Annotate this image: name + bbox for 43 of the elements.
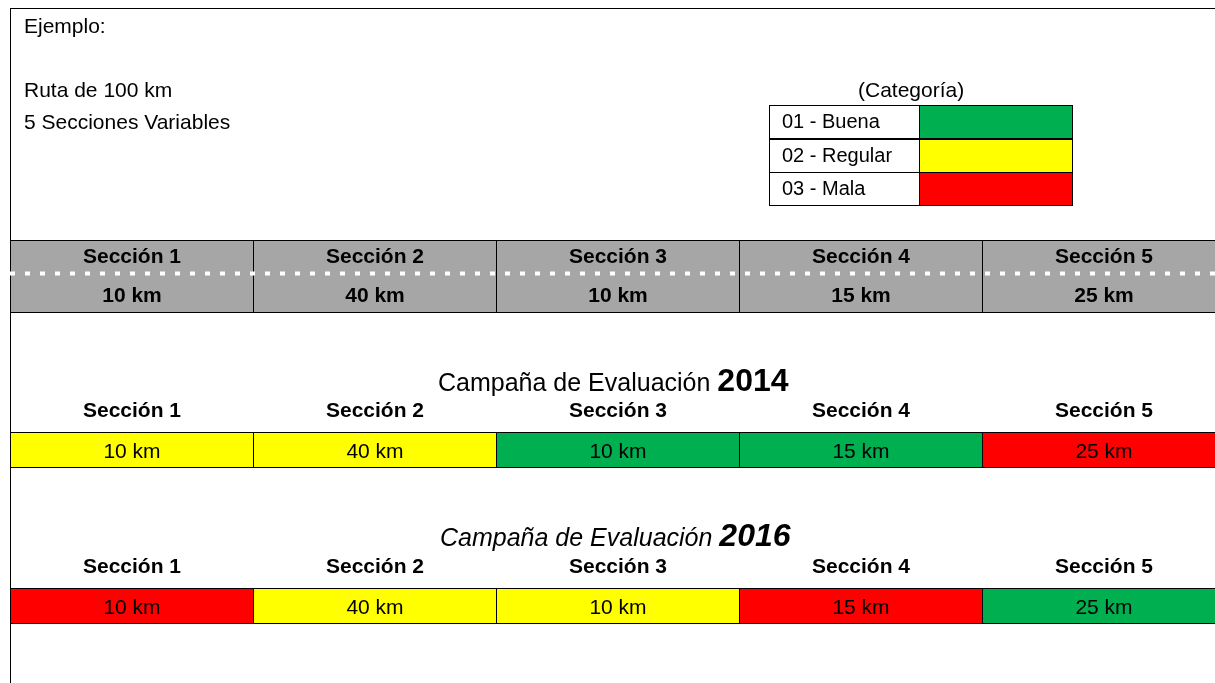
section-segment: 10 km bbox=[496, 588, 740, 624]
legend-label: 01 - Buena bbox=[769, 105, 920, 139]
section-length: 10 km bbox=[101, 283, 163, 307]
road-section-cell bbox=[739, 240, 983, 313]
section-heading: Sección 5 bbox=[1053, 554, 1155, 578]
section-heading: Sección 2 bbox=[324, 244, 426, 268]
sections-count-text: 5 Secciones Variables bbox=[24, 110, 231, 134]
section-segment: 40 km bbox=[253, 588, 497, 624]
section-heading: Sección 5 bbox=[1053, 244, 1155, 268]
section-heading: Sección 4 bbox=[810, 554, 912, 578]
section-heading: Sección 3 bbox=[567, 398, 669, 422]
section-heading: Sección 1 bbox=[81, 554, 183, 578]
section-heading: Sección 3 bbox=[567, 554, 669, 578]
legend-title: (Categoría) bbox=[858, 78, 965, 102]
road-section-cell bbox=[982, 240, 1215, 313]
section-heading: Sección 4 bbox=[810, 244, 912, 268]
campaign-title: Campaña de Evaluación 2014 bbox=[438, 362, 789, 399]
section-heading: Sección 4 bbox=[810, 398, 912, 422]
section-heading: Sección 3 bbox=[567, 244, 669, 268]
section-segment: 25 km bbox=[982, 432, 1215, 468]
section-heading: Sección 2 bbox=[324, 554, 426, 578]
route-length-text: Ruta de 100 km bbox=[24, 78, 173, 102]
section-heading: Sección 1 bbox=[81, 244, 183, 268]
section-heading: Sección 2 bbox=[324, 398, 426, 422]
section-segment: 10 km bbox=[496, 432, 740, 468]
section-length: 15 km bbox=[830, 283, 892, 307]
section-segment: 10 km bbox=[10, 432, 254, 468]
section-length: 10 km bbox=[587, 283, 649, 307]
section-length: 40 km bbox=[344, 283, 406, 307]
road-section-cell bbox=[10, 240, 254, 313]
campaign-title: Campaña de Evaluación 2016 bbox=[440, 517, 791, 554]
section-segment: 25 km bbox=[982, 588, 1215, 624]
legend-label: 03 - Mala bbox=[769, 172, 920, 206]
text-label: Ejemplo: bbox=[24, 14, 106, 38]
section-heading: Sección 1 bbox=[81, 398, 183, 422]
section-segment: 15 km bbox=[739, 432, 983, 468]
road-section-cell bbox=[496, 240, 740, 313]
section-segment: 15 km bbox=[739, 588, 983, 624]
section-segment: 10 km bbox=[10, 588, 254, 624]
section-segment: 40 km bbox=[253, 432, 497, 468]
section-length: 25 km bbox=[1073, 283, 1135, 307]
section-heading: Sección 5 bbox=[1053, 398, 1155, 422]
road-section-cell bbox=[253, 240, 497, 313]
